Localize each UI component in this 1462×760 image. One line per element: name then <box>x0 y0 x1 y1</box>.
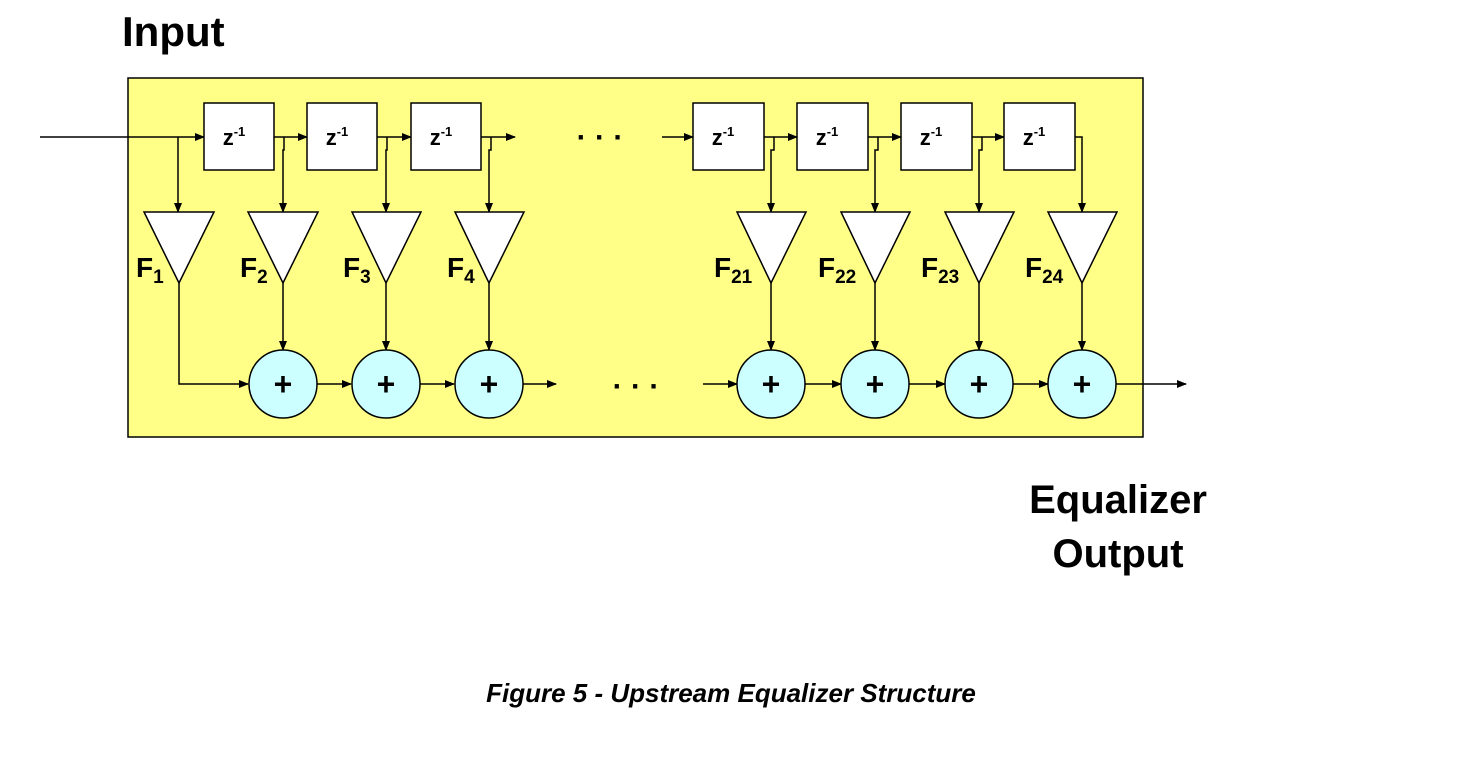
svg-text:z-1: z-1 <box>326 124 349 150</box>
input-label: Input <box>122 8 225 55</box>
svg-text:z-1: z-1 <box>1023 124 1046 150</box>
equalizer-diagram: Input Equalizer Output · · · · · · z-1 z… <box>40 8 1207 576</box>
tap-label-4: F4 <box>447 252 475 288</box>
tap-multiplier-22 <box>839 211 912 285</box>
svg-text:+: + <box>970 366 989 402</box>
adder-24: + <box>1047 349 1117 419</box>
tap-label-2: F2 <box>240 252 268 288</box>
svg-text:z-1: z-1 <box>920 124 943 150</box>
tap-label-23: F23 <box>921 252 959 288</box>
adder-3: + <box>454 349 524 419</box>
output-label-line2: Output <box>1052 532 1183 576</box>
svg-text:+: + <box>866 366 885 402</box>
tap-multiplier-4 <box>453 211 526 285</box>
svg-text:z-1: z-1 <box>430 124 453 150</box>
delay-ellipsis: · · · <box>577 121 624 154</box>
adder-1: + <box>248 349 318 419</box>
tap-label-1: F1 <box>136 252 164 288</box>
output-label-line1: Equalizer <box>1029 478 1207 522</box>
tap-label-24: F24 <box>1025 252 1064 288</box>
svg-text:+: + <box>480 366 499 402</box>
adder-ellipsis: · · · <box>613 370 660 403</box>
tap-label-22: F22 <box>818 252 856 288</box>
delay-block-23: z-1 <box>900 102 973 171</box>
tap-multiplier-2 <box>246 211 320 285</box>
adder-22: + <box>840 349 910 419</box>
delay-block-3: z-1 <box>410 102 482 171</box>
figure-caption: Figure 5 - Upstream Equalizer Structure <box>486 678 976 708</box>
tap-multipliers <box>142 211 1119 285</box>
tap-label-21: F21 <box>714 252 753 288</box>
tap-multiplier-24 <box>1046 211 1119 285</box>
adder-21: + <box>736 349 806 419</box>
delay-block-22: z-1 <box>796 102 869 171</box>
svg-text:+: + <box>1073 366 1092 402</box>
tap-multiplier-23 <box>943 211 1016 285</box>
tap-multiplier-21 <box>735 211 808 285</box>
tap-label-3: F3 <box>343 252 371 288</box>
tap-outputs <box>178 283 1086 388</box>
delay-block-1: z-1 <box>203 102 275 171</box>
adder-2: + <box>351 349 421 419</box>
svg-text:z-1: z-1 <box>223 124 246 150</box>
svg-text:+: + <box>274 366 293 402</box>
svg-text:z-1: z-1 <box>712 124 735 150</box>
delay-block-24: z-1 <box>1003 102 1076 171</box>
tap-multiplier-1 <box>142 211 216 285</box>
delay-block-21: z-1 <box>692 102 765 171</box>
svg-text:+: + <box>377 366 396 402</box>
svg-text:z-1: z-1 <box>816 124 839 150</box>
tap-multiplier-3 <box>350 211 423 285</box>
tap-branches <box>174 136 1086 213</box>
delay-block-2: z-1 <box>306 102 378 171</box>
adder-23: + <box>944 349 1014 419</box>
svg-text:+: + <box>762 366 781 402</box>
